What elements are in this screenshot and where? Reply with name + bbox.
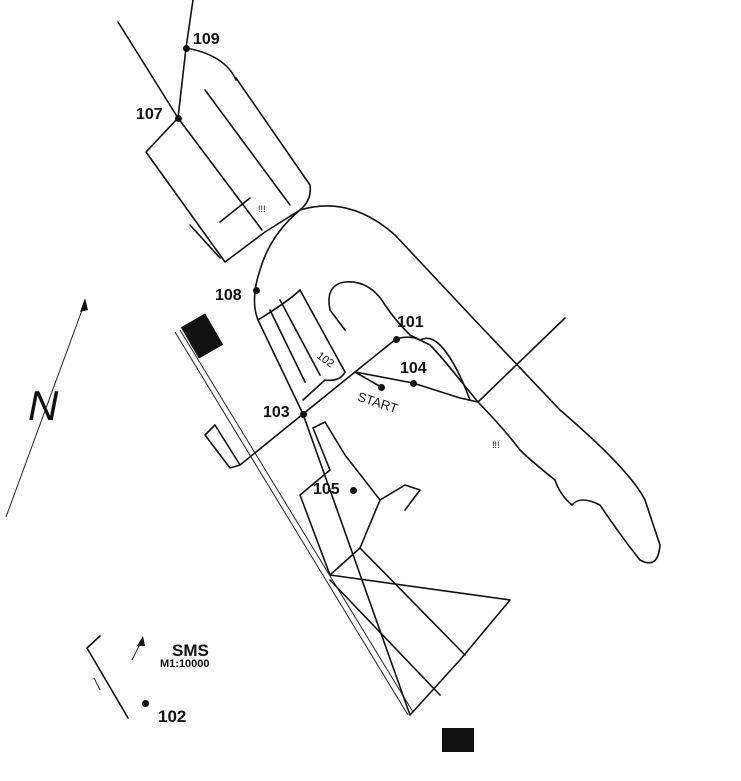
warning-mark: !!! (258, 204, 266, 214)
control-label: 101 (397, 314, 424, 331)
path-line (117, 0, 194, 119)
blocks (239, 289, 421, 576)
path-line (354, 317, 566, 403)
legend-control-label: 102 (158, 707, 187, 726)
control-point-105[interactable] (350, 487, 357, 494)
control-label: 104 (400, 360, 427, 377)
small-building (204, 424, 241, 469)
control-point-107[interactable] (175, 115, 182, 122)
control-point-109[interactable] (183, 45, 190, 52)
legend-scale: M1:10000 (160, 658, 210, 670)
top-block (145, 77, 312, 263)
control-label: 107 (136, 106, 163, 123)
arrow-icon (93, 677, 101, 691)
railway-line (174, 329, 414, 716)
control-label: 105 (313, 481, 340, 498)
legend-bracket (86, 635, 129, 719)
control-label: 108 (215, 287, 242, 304)
control-point-103[interactable] (300, 411, 307, 418)
start-point[interactable] (378, 384, 385, 391)
legend-title: SMS (172, 641, 209, 660)
control-point-104[interactable] (410, 380, 417, 387)
north-arrow-icon (5, 298, 88, 518)
path-line (185, 47, 237, 81)
control-label: 103 (263, 404, 290, 421)
north-label: N (28, 382, 59, 429)
control-point-101[interactable] (393, 336, 400, 343)
warning-mark: !!! (492, 440, 500, 450)
big-area-outline (253, 205, 661, 564)
control-label: 109 (193, 31, 220, 48)
lower-fan (302, 413, 511, 716)
control-point-108[interactable] (253, 287, 260, 294)
legend-control-dot (142, 700, 149, 707)
train-icon (180, 313, 474, 752)
